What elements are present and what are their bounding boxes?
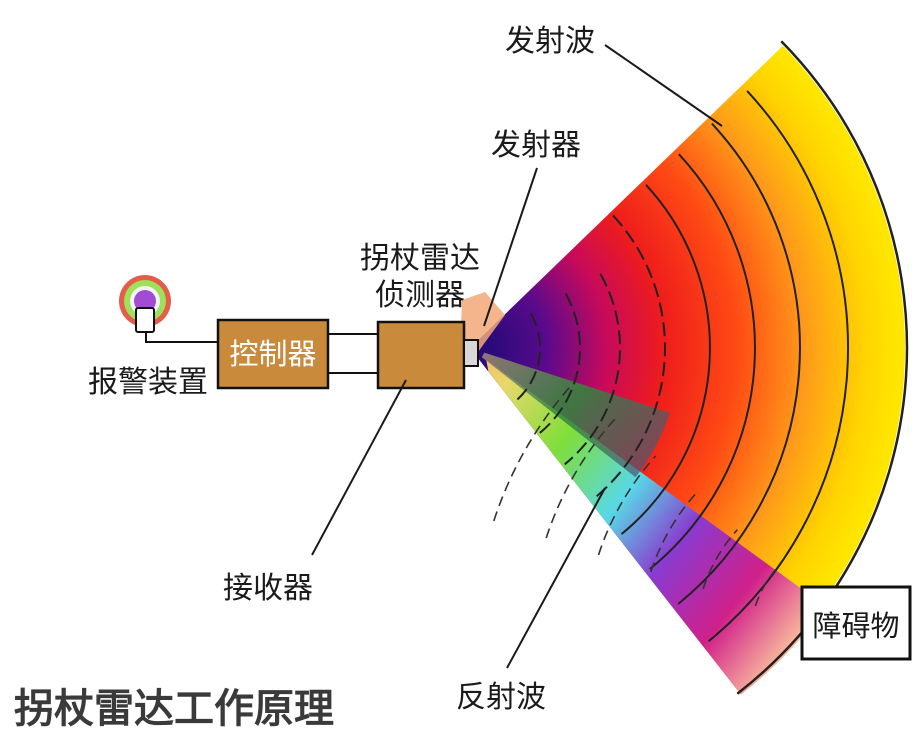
radar-detector-label-line2: 侦测器: [375, 278, 465, 313]
emitted-wave-arc: [649, 153, 756, 570]
reflected-wave-arc: [650, 492, 698, 573]
emitter-label: 发射器: [491, 128, 581, 163]
radar-detector-box: [376, 320, 479, 390]
emitted-wave-arc: [513, 312, 541, 404]
alarm-light-icon: [119, 275, 171, 333]
receiver-label: 接收器: [223, 571, 313, 606]
obstacle-label: 障碍物: [812, 609, 899, 643]
obstacle: 障碍物: [800, 585, 912, 661]
emitted-wave-arc: [564, 273, 621, 466]
reflected-wave-label: 反射波: [456, 680, 546, 715]
reflected-wave-arc: [702, 529, 738, 590]
controller-box: 控制器: [216, 318, 330, 390]
reflected-wave-arc: [493, 381, 575, 522]
emitted-wave-arc: [538, 293, 581, 435]
controller-label: 控制器: [229, 337, 316, 371]
emitted-wave-sector: [470, 45, 906, 691]
reflected-wave-arc: [754, 565, 779, 607]
reflected-wave-arc: [545, 418, 616, 539]
diagram-title: 拐杖雷达工作原理: [14, 686, 334, 732]
emitted-wave-arc: [592, 214, 666, 500]
reflected-wave-arc: [597, 455, 657, 556]
emitted-wave-arc: [677, 122, 801, 605]
emitted-wave-arc: [620, 184, 711, 535]
radar-detector-label-line1: 拐杖雷达: [360, 241, 480, 276]
emitter-nozzle: [463, 339, 479, 367]
reflected-wave-shade: [481, 352, 670, 478]
alarm-device-label: 报警装置: [88, 365, 208, 400]
emitter-beam: [460, 292, 505, 352]
emitted-wave-label: 发射波: [505, 24, 595, 59]
pointer-lines: [311, 44, 723, 669]
